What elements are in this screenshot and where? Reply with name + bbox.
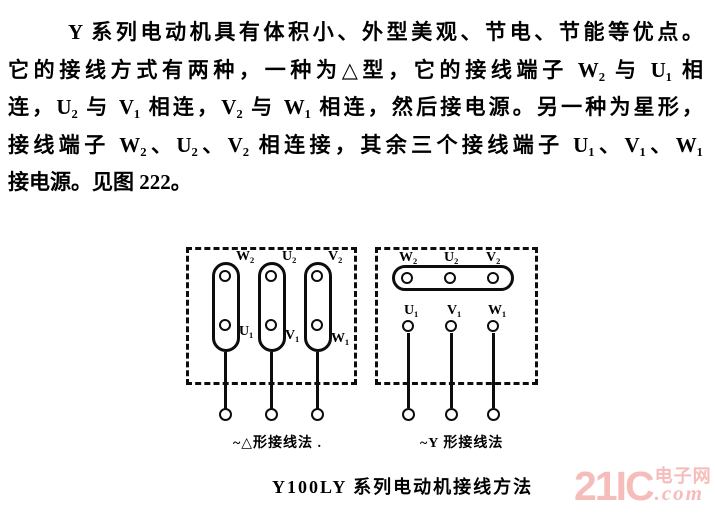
terminal-label: U₂ [444,250,459,265]
terminal-hole [219,270,231,282]
terminal-hole [311,319,323,331]
terminal-label: W₂ [399,250,418,265]
wire-end-lug [311,408,324,421]
lead-wire [316,352,319,410]
terminal-label: U₁ [404,303,419,318]
lead-wire [224,352,227,410]
terminal-label: U₂ [282,249,297,264]
lead-wire [492,333,495,408]
terminal-hole [265,319,277,331]
terminal-label: W₁ [488,303,507,318]
watermark-right-block: 电子网 .com [654,466,712,505]
paragraph-line: 接电源。见图 222。 [8,170,192,194]
terminal-hole [265,270,277,282]
paragraph-line: 连，U₂ 与 V₁ 相连，V₂ 与 W₁ 相连，然后接电源。另一种为星形， [8,95,703,119]
terminal-label: V₂ [328,249,343,264]
delta-diagram-label: ~△形接线法 . [233,436,323,451]
wire-end-lug [219,408,232,421]
terminal-label: V₂ [486,250,501,265]
terminal-hole [401,272,413,284]
watermark: 21IC 电子网 .com [574,463,712,509]
watermark-site-name: 电子网 [654,466,712,486]
watermark-domain-text: .com [654,480,705,505]
terminal-hole [311,270,323,282]
wire-end-lug [487,408,500,421]
terminal-hole [487,272,499,284]
terminal-hole [219,319,231,331]
terminal-label: U₁ [239,324,254,339]
terminal-label: W₁ [331,331,350,346]
terminal-hole [402,320,414,332]
paragraph-line: Y 系列电动机具有体积小、外型美观、节电、节能等优点。 [68,20,703,44]
terminal-hole [444,272,456,284]
figure-caption: Y100LY 系列电动机接线方法 [272,477,534,497]
lead-wire [407,333,410,408]
terminal-hole [487,320,499,332]
terminal-hole [445,320,457,332]
terminal-label: W₂ [236,249,255,264]
terminal-label: V₁ [285,328,300,343]
wire-end-lug [265,408,278,421]
terminal-label: V₁ [447,303,462,318]
wire-end-lug [445,408,458,421]
wire-end-lug [402,408,415,421]
star-terminal-box [375,247,538,385]
body-paragraph: Y 系列电动机具有体积小、外型美观、节电、节能等优点。 它的接线方式有两种，一种… [8,14,703,202]
paragraph-line: 接线端子 W₂、U₂、V₂ 相连接，其余三个接线端子 U₁、V₁、W₁ [8,132,703,157]
paragraph-line: 它的接线方式有两种，一种为△型，它的接线端子 W₂ 与 U₁ 相 [8,57,703,82]
lead-wire [270,352,273,410]
watermark-brand-text: 21IC [574,463,655,509]
lead-wire [450,333,453,408]
star-diagram-label: ~Y 形接线法 [420,436,504,451]
